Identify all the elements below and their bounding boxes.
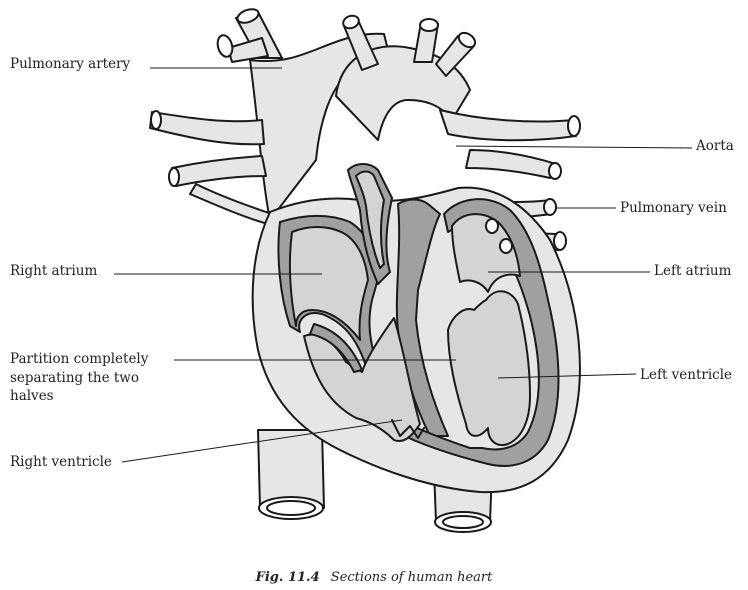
leader-left-ventricle xyxy=(497,373,637,379)
left-ventricle-chamber xyxy=(447,290,531,446)
label-partition-line-1: Partition completely xyxy=(10,351,149,367)
opening xyxy=(548,162,562,180)
leader-aorta xyxy=(455,145,693,149)
figure-number: Fig. 11.4 xyxy=(255,570,320,585)
label-right-ventricle: Right ventricle xyxy=(10,454,112,470)
interventricular-septum xyxy=(395,198,449,437)
opening xyxy=(553,231,567,251)
right-ventricle-trabeculae xyxy=(391,419,425,439)
opening-inner xyxy=(266,500,316,516)
leader-right-ventricle xyxy=(121,419,403,463)
right-atrium-chamber xyxy=(288,226,369,341)
heart xyxy=(251,163,581,494)
opening xyxy=(457,31,477,49)
pulmonary-artery-branch-lower xyxy=(171,155,267,187)
opening xyxy=(236,8,260,24)
labels: Pulmonary artery Aorta Pulmonary vein Ri… xyxy=(10,56,734,470)
figure-caption-text: Sections of human heart xyxy=(331,570,493,585)
label-right-atrium: Right atrium xyxy=(10,263,97,279)
figure-caption: Fig. 11.4 Sections of human heart xyxy=(255,566,493,585)
opening xyxy=(567,115,581,137)
vessel-openings xyxy=(150,8,581,533)
label-partition-line-2: separating the two xyxy=(10,370,139,386)
label-left-atrium: Left atrium xyxy=(654,263,732,279)
opening xyxy=(150,110,162,130)
aortic-channel xyxy=(355,170,385,269)
vein-lower-left xyxy=(189,183,273,225)
opening xyxy=(216,34,234,58)
leader-lines xyxy=(114,67,693,463)
opening xyxy=(168,167,180,187)
pulmonary-artery-branch-upper xyxy=(149,111,265,146)
opening xyxy=(419,18,439,32)
aorta-right-branch xyxy=(439,109,577,142)
opening xyxy=(543,198,557,216)
label-left-ventricle: Left ventricle xyxy=(640,367,732,383)
label-partition-line-3: halves xyxy=(10,388,54,404)
opening-inner xyxy=(442,515,484,529)
pulmonary-vein-opening xyxy=(485,218,499,234)
vessels xyxy=(149,11,577,523)
label-aorta: Aorta xyxy=(695,138,734,154)
label-pulmonary-vein: Pulmonary vein xyxy=(620,200,727,216)
vena-cava-branch xyxy=(227,37,269,63)
opening xyxy=(342,14,360,30)
aorta-lower-branch xyxy=(465,149,557,179)
label-pulmonary-artery: Pulmonary artery xyxy=(10,56,131,72)
pulmonary-vein-opening xyxy=(499,238,513,254)
right-ventricle-chamber xyxy=(303,317,421,442)
